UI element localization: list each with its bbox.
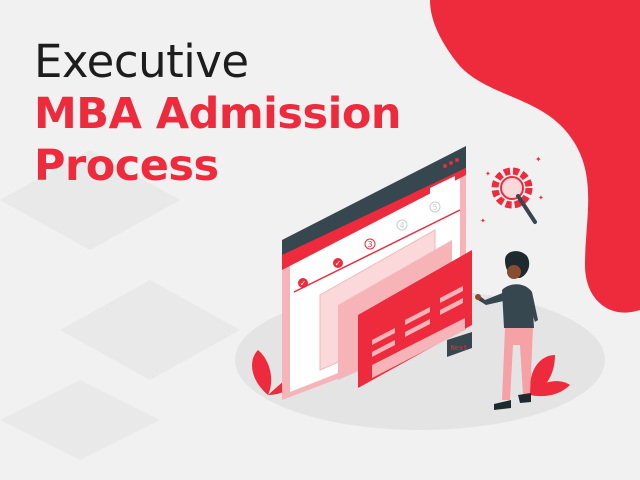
step-1	[298, 278, 308, 288]
progress-steps: ✓ ✓ 3 4 5	[298, 201, 441, 288]
svg-text:✓: ✓	[335, 259, 342, 268]
page-title: Executive MBA Admission Process	[34, 35, 402, 192]
step-2	[333, 258, 343, 268]
svg-text:✦: ✦	[535, 155, 542, 164]
title-line-process: Process	[34, 141, 219, 191]
svg-text:5: 5	[432, 203, 437, 212]
svg-text:✦: ✦	[485, 170, 491, 178]
red-blob-shape	[430, 0, 640, 313]
svg-text:4: 4	[399, 221, 404, 230]
svg-text:✦: ✦	[480, 217, 486, 225]
svg-text:3: 3	[367, 240, 372, 249]
svg-text:Next: Next	[451, 344, 468, 352]
next-button[interactable]: Next	[447, 332, 472, 357]
title-line-mba-admission: MBA Admission	[34, 89, 402, 139]
form-panel-front	[358, 250, 472, 388]
step-5	[429, 201, 441, 213]
background-pattern	[0, 150, 240, 460]
person-figure	[475, 251, 538, 410]
step-4	[396, 219, 408, 231]
gear-magnifier-icon: ✦ ✦ ✦ ✦	[480, 155, 544, 225]
svg-text:✦: ✦	[538, 194, 544, 202]
title-line-executive: Executive	[34, 35, 249, 88]
leaf-plant-right	[529, 355, 570, 397]
step-3	[364, 238, 376, 250]
svg-text:✓: ✓	[300, 279, 307, 288]
